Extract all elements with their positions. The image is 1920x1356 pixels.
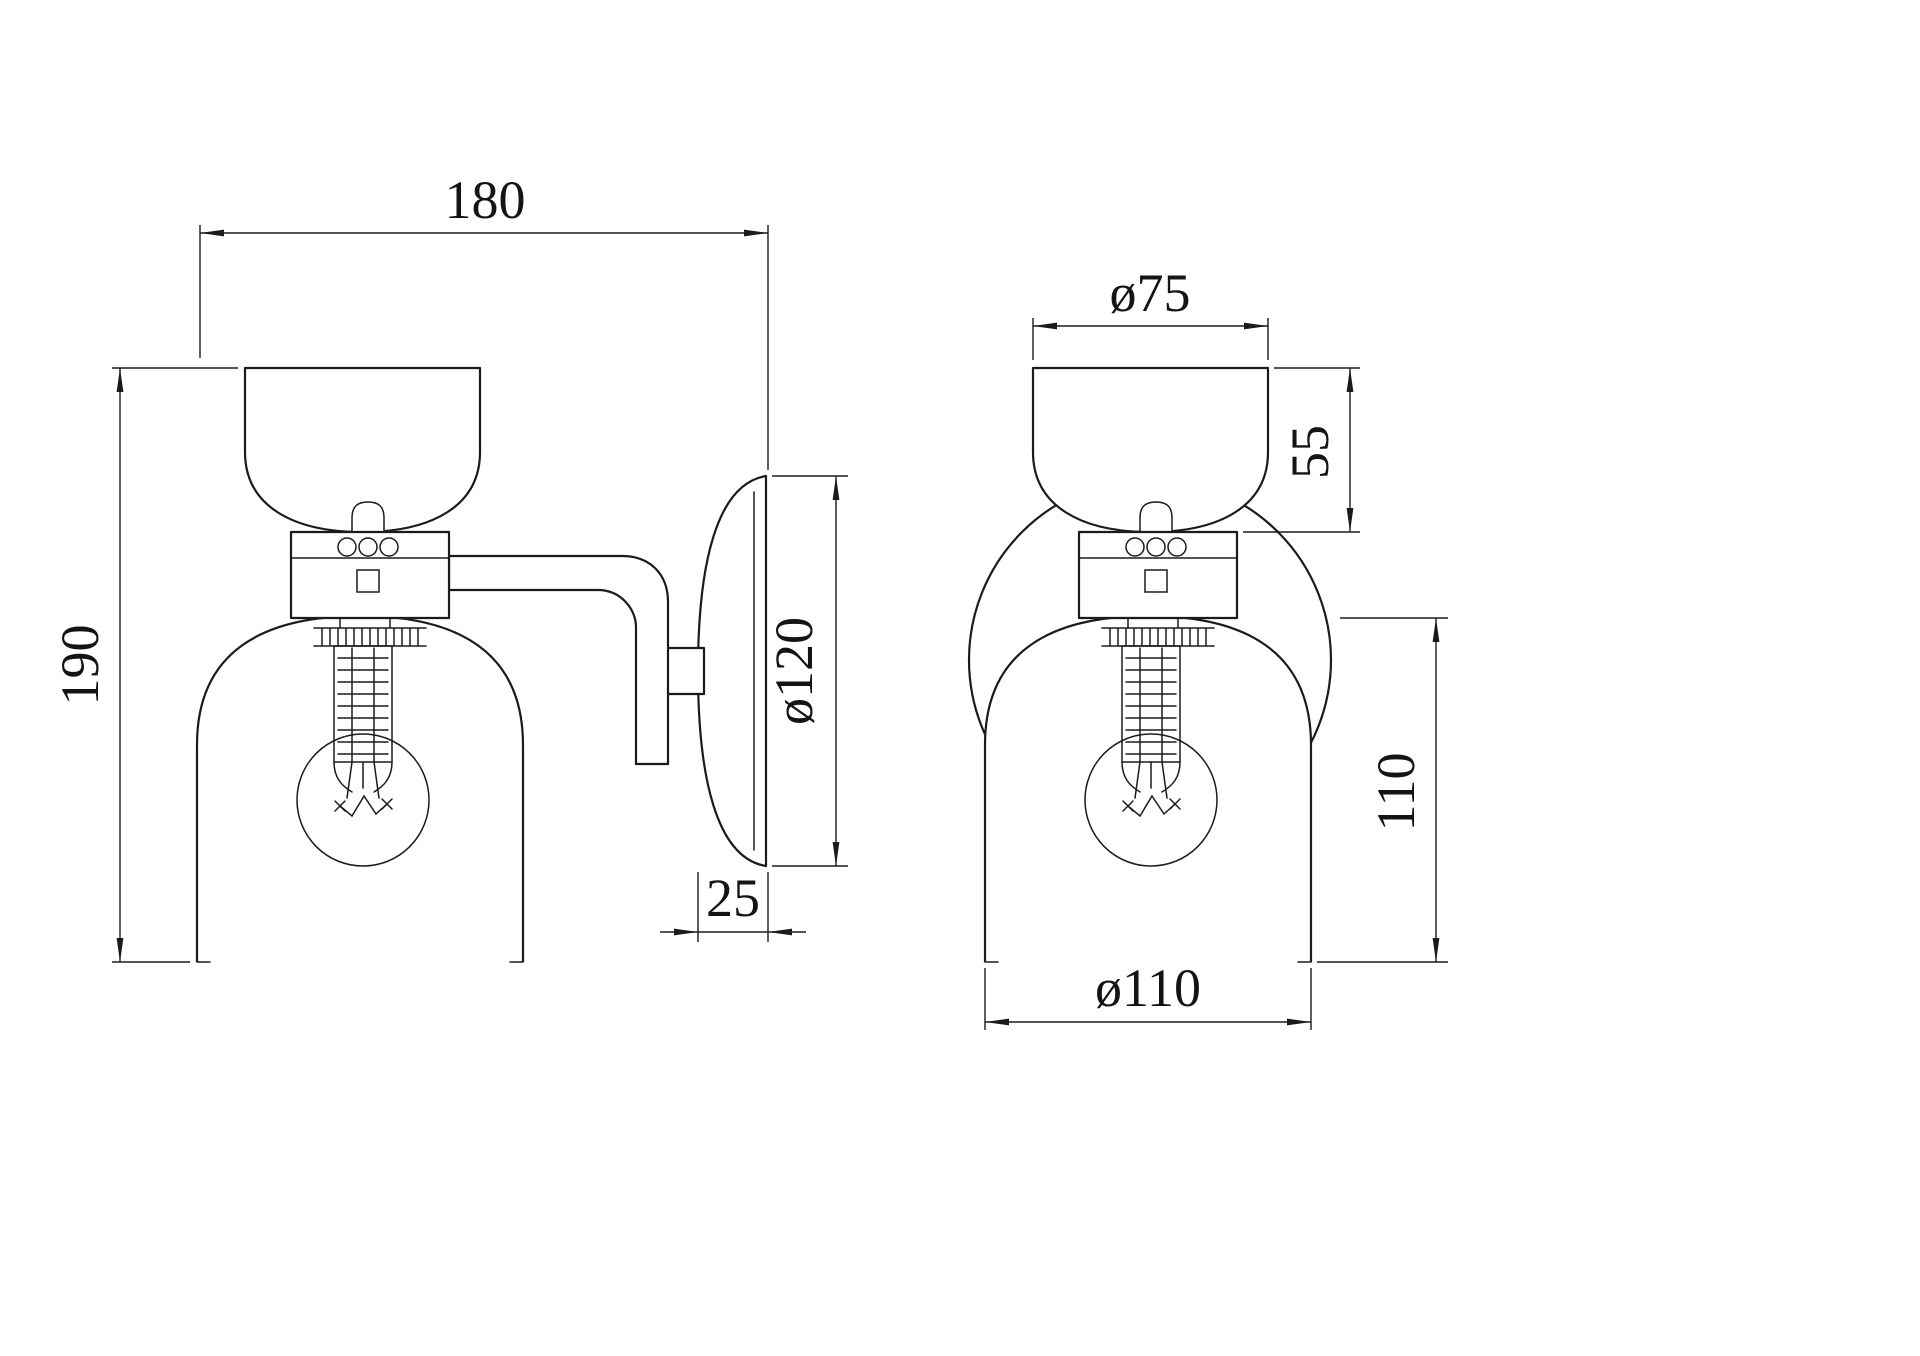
dim-label-lower-shade-height: 110 (1366, 753, 1426, 832)
dim-overall-height: 190 (50, 367, 238, 963)
dim-top-shade-diameter: ø75 (1032, 263, 1269, 360)
dim-backplate-diameter: ø120 (764, 475, 848, 867)
arm-connector (664, 646, 706, 696)
backplate-side (696, 474, 768, 868)
dim-label-backplate-diameter: ø120 (764, 617, 824, 725)
dim-label-overall-depth: 180 (445, 170, 526, 230)
front-view: ø75 55 110 ø110 (967, 263, 1448, 1030)
dim-lower-shade-height: 110 (1317, 617, 1448, 963)
sconce-body-side (195, 366, 525, 964)
side-view: 180 190 ø120 25 (50, 170, 848, 964)
dim-top-shade-height: 55 (1243, 367, 1360, 533)
dim-overall-depth: 180 (199, 170, 769, 470)
dim-label-overall-height: 190 (50, 625, 110, 706)
dim-lower-shade-diameter: ø110 (984, 958, 1312, 1030)
dim-backplate-depth: 25 (660, 868, 806, 942)
dim-label-backplate-depth: 25 (706, 868, 760, 928)
dim-label-top-shade-height: 55 (1280, 425, 1340, 479)
dim-label-top-shade-diameter: ø75 (1110, 263, 1191, 323)
sconce-body-front (983, 366, 1313, 964)
dim-label-lower-shade-diameter: ø110 (1095, 958, 1201, 1018)
wall-arm (447, 554, 670, 766)
